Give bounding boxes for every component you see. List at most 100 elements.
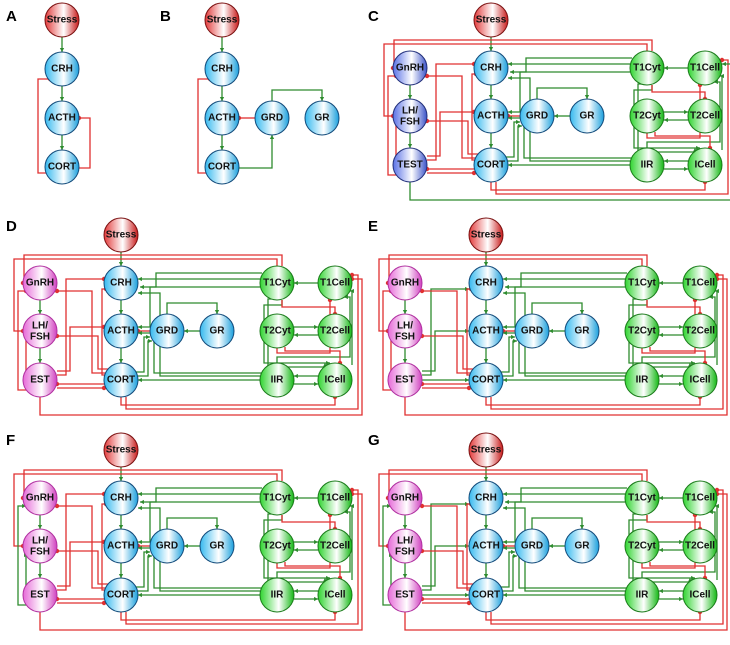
activation-arrowhead xyxy=(488,144,494,148)
cort-t1cell-edge xyxy=(125,489,359,625)
node-test: TEST xyxy=(392,147,428,183)
node-label: GRD xyxy=(261,113,283,124)
node-stress: Stress xyxy=(103,432,139,468)
activation-arrowhead xyxy=(503,377,507,383)
activation-arrowhead xyxy=(326,575,330,581)
grd-gr-edge xyxy=(536,87,588,99)
activation-arrowhead xyxy=(184,328,188,334)
node-label: IIR xyxy=(636,375,650,386)
node-circle xyxy=(687,98,723,134)
node-circle xyxy=(317,362,353,398)
activation-arrowhead xyxy=(219,97,225,101)
cort-acth-edge xyxy=(79,117,91,169)
sex-acth-edge xyxy=(427,111,474,157)
activation-arrowhead xyxy=(720,73,724,79)
activation-arrowhead xyxy=(344,294,348,300)
cort-lhfsh-edge xyxy=(57,335,108,370)
node-label: ACTH xyxy=(48,113,76,124)
node-circle xyxy=(682,577,718,613)
node-circle xyxy=(387,528,423,564)
t1cyt-crh-2-edge xyxy=(510,57,632,73)
node-circle xyxy=(204,100,240,136)
node-crh: CRH xyxy=(468,480,504,516)
node-iir: IIR xyxy=(259,577,295,613)
activation-arrowhead xyxy=(146,334,150,340)
sex-crh-edge xyxy=(422,503,469,591)
node-gnrh: GnRH xyxy=(22,265,58,301)
t1cyt-crh-2-edge xyxy=(505,272,627,288)
activation-arrowhead xyxy=(140,499,144,505)
node-crh: CRH xyxy=(103,480,139,516)
activation-arrowhead xyxy=(138,539,142,545)
node-circle xyxy=(473,147,509,183)
activation-arrowhead xyxy=(510,69,514,75)
sex-gnrh-edge xyxy=(382,505,393,606)
node-label: TEST xyxy=(397,160,423,171)
activation-arrowhead xyxy=(140,284,144,290)
node-circle xyxy=(259,313,295,349)
activation-arrowhead xyxy=(679,381,683,387)
activation-arrowhead xyxy=(715,288,719,294)
cort-t1cell-edge xyxy=(495,59,729,195)
node-gr: GR xyxy=(564,313,600,349)
activation-arrowhead xyxy=(138,545,142,551)
node-circle xyxy=(317,265,353,301)
node-circle xyxy=(687,147,723,183)
node-grd: GRD xyxy=(149,313,185,349)
activation-arrowhead xyxy=(118,310,124,314)
node-cort: CORT xyxy=(473,147,509,183)
node-t2cyt: T2Cyt xyxy=(629,98,665,134)
node-circle xyxy=(204,149,240,185)
node-icell: ICell xyxy=(682,362,718,398)
sex-gnrh-edge xyxy=(387,75,398,176)
node-circle xyxy=(629,98,665,134)
node-label: T2Cyt xyxy=(263,541,291,552)
node-stress: Stress xyxy=(204,2,240,38)
activation-arrowhead xyxy=(402,574,408,578)
node-circle xyxy=(473,50,509,86)
node-label: ICell xyxy=(694,160,715,171)
node-circle xyxy=(473,98,509,134)
activation-arrowhead xyxy=(219,48,225,52)
node-stress: Stress xyxy=(468,432,504,468)
node-label: GRD xyxy=(521,541,543,552)
activation-arrowhead xyxy=(503,505,507,511)
iir-t1cell-edge xyxy=(646,81,721,148)
activation-arrowhead xyxy=(138,290,142,296)
activation-arrowhead xyxy=(407,144,413,148)
cort-t1cell-edge xyxy=(490,274,724,410)
sex-t1cell-edge xyxy=(404,493,728,631)
node-circle xyxy=(473,2,509,38)
panel-label-e: E xyxy=(368,218,379,235)
activation-arrowhead xyxy=(584,95,590,99)
node-label: ACTH xyxy=(107,326,135,337)
node-circle xyxy=(304,100,340,136)
sex-t1cell-edge xyxy=(409,63,730,201)
node-crh: CRH xyxy=(103,265,139,301)
node-label: LH/ xyxy=(397,321,413,332)
t1cyt-t2cell-edge xyxy=(281,515,336,529)
activation-arrowhead xyxy=(407,95,413,99)
t2cyt-icell-edge xyxy=(649,562,706,578)
node-circle xyxy=(317,313,353,349)
activation-arrowhead xyxy=(696,145,700,151)
cort-crh-edge xyxy=(197,78,210,174)
cort-lhfsh-edge xyxy=(422,550,473,585)
node-gnrh: GnRH xyxy=(22,480,58,516)
node-gnrh: GnRH xyxy=(387,480,423,516)
node-label: GRD xyxy=(521,326,543,337)
node-lhfsh: LH/FSH xyxy=(22,313,58,349)
activation-arrowhead xyxy=(269,135,275,139)
activation-arrowhead xyxy=(37,574,43,578)
node-label: IIR xyxy=(271,590,285,601)
node-stress: Stress xyxy=(473,2,509,38)
sex-crh-edge xyxy=(57,493,104,591)
activation-arrowhead xyxy=(709,294,713,300)
node-circle xyxy=(149,313,185,349)
activation-arrowhead xyxy=(511,549,515,555)
node-est: EST xyxy=(387,362,423,398)
node-label: GnRH xyxy=(391,278,419,289)
activation-arrowhead xyxy=(664,65,668,71)
node-lhfsh: LH/FSH xyxy=(387,528,423,564)
